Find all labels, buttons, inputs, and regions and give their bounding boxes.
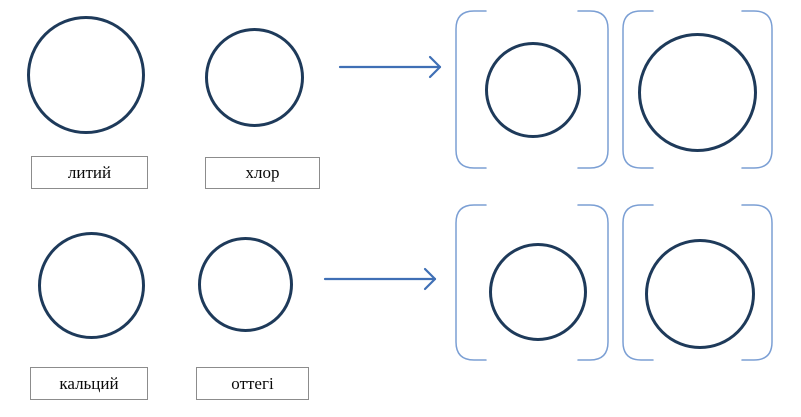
oxygen-label: оттегі bbox=[196, 367, 309, 400]
oxygen-atom-circle bbox=[198, 237, 293, 332]
chloride-ion-bracket-right bbox=[741, 10, 773, 169]
lithium-ion-bracket-left bbox=[455, 10, 487, 169]
calcium-label-text: кальций bbox=[59, 373, 119, 393]
chloride-ion-circle bbox=[638, 33, 757, 152]
lithium-label-text: литий bbox=[67, 162, 112, 182]
calcium-ion-circle bbox=[489, 243, 587, 341]
row-lithium-chlorine-reaction-arrow bbox=[338, 55, 442, 79]
calcium-label: кальций bbox=[30, 367, 148, 400]
oxygen-label-text: оттегі bbox=[231, 373, 274, 393]
lithium-label: литий bbox=[31, 156, 148, 189]
chlorine-label: хлор bbox=[205, 157, 320, 189]
chloride-ion-bracket bbox=[622, 10, 773, 169]
chloride-ion-bracket-left bbox=[622, 10, 654, 169]
calcium-ion-bracket-right bbox=[577, 204, 609, 361]
oxide-ion-bracket-left bbox=[622, 204, 654, 361]
lithium-ion-circle bbox=[485, 42, 581, 138]
calcium-atom-circle bbox=[38, 232, 145, 339]
oxide-ion-bracket-right bbox=[741, 204, 773, 361]
calcium-ion-bracket-left bbox=[455, 204, 487, 361]
row-calcium-oxygen-reaction-arrow bbox=[323, 267, 437, 291]
oxide-ion-circle bbox=[645, 239, 755, 349]
row-lithium-chlorine-reaction-arrow-head bbox=[428, 55, 442, 79]
chlorine-atom-circle bbox=[205, 28, 304, 127]
chlorine-label-text: хлор bbox=[245, 163, 280, 182]
lithium-atom-circle bbox=[27, 16, 145, 134]
oxide-ion-bracket bbox=[622, 204, 773, 361]
row-calcium-oxygen-reaction-arrow-head bbox=[423, 267, 437, 291]
lithium-ion-bracket bbox=[455, 10, 609, 169]
lithium-ion-bracket-right bbox=[577, 10, 609, 169]
calcium-ion-bracket bbox=[455, 204, 609, 361]
